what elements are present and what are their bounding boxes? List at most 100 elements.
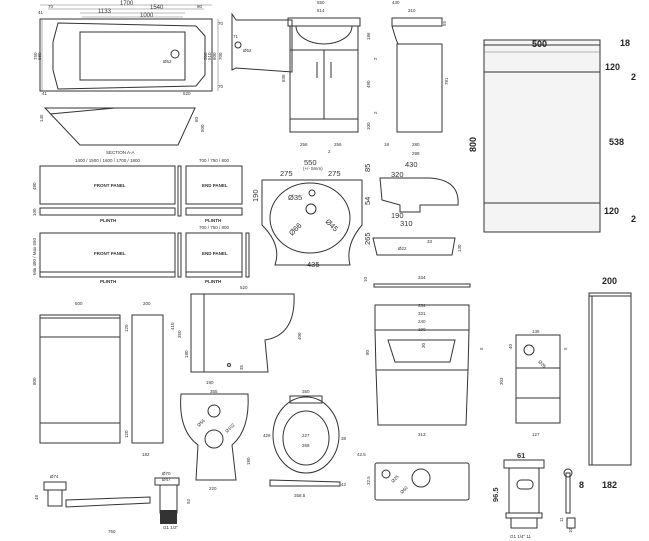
bath-outline — [39, 18, 213, 92]
wc-unit-dim: 182 — [142, 452, 150, 457]
bath-plan-view: 1700 1540 1133 1000 70 90 41 41 750 680 … — [33, 1, 224, 96]
vanity-side-dim: 18 — [384, 142, 390, 147]
end-panel-length: 700 / 750 / 800 — [199, 158, 230, 163]
toilet-front-dim: 355 — [210, 389, 218, 394]
basin-front-dim: Ø22 — [398, 246, 407, 251]
bath-dim: 1133 — [98, 9, 112, 15]
basin-plan: 550 (+/- 5mm) 275 275 190 Ø35 54 85 Ø66 … — [251, 158, 372, 269]
bath-side-dim: 145 — [39, 114, 44, 122]
vanity-unit-side: 430 310 55 781 18 280 298 — [384, 0, 449, 156]
waste-dim: Ø74 — [50, 474, 59, 479]
plinth-label: PLINTH — [205, 279, 221, 284]
tall-unit-dim: 18 — [620, 38, 630, 48]
basin-front-dim: 33 — [427, 239, 433, 244]
basin-dim: Ø66 — [287, 221, 303, 237]
cistern-front: 334 331 240 100 30 80 5 313 — [365, 303, 484, 437]
wc-unit-dim: 500 — [75, 301, 83, 306]
cistern-front-dim: 100 — [418, 327, 426, 332]
bath-side-dim: 60 — [194, 116, 199, 122]
side-panel-width: 200 — [602, 276, 617, 286]
bath-dim: 70 — [218, 84, 224, 89]
side-panel-depth: 182 — [602, 480, 617, 490]
basin-dim: 190 — [251, 189, 260, 202]
vanity-dim: 2 — [373, 111, 378, 114]
cistern-side-dim: 40 — [508, 343, 513, 349]
end-panel-label: END PANEL — [202, 251, 228, 256]
bath-dim: 41 — [38, 10, 44, 15]
front-panel-length: 1400 / 1500 / 1600 / 1700 / 1800 — [75, 158, 141, 163]
cistern-top-dim: 32.5 — [366, 476, 371, 485]
bath-dim: 41 — [42, 91, 48, 96]
bath-basin — [79, 31, 186, 81]
bath-dim: 680 — [37, 52, 42, 60]
waste-dim: Ø47 — [162, 477, 171, 482]
cistern-lid-dim: 10 — [363, 276, 368, 282]
side-panel-dim: 8 — [579, 480, 584, 490]
vanity-dim: 256 — [334, 142, 342, 147]
cistern-front-dim: 5 — [479, 347, 484, 350]
vanity-side-dim: 280 — [412, 142, 420, 147]
vanity-dim: 514 — [317, 8, 325, 13]
bath-rim — [52, 22, 206, 90]
basin-front-dim: 130 — [457, 244, 462, 252]
toilet-side-dim: 350 — [177, 330, 182, 338]
basin-side-dim: 190 — [391, 211, 404, 220]
bath-dim: 520 — [183, 91, 191, 96]
bath-waste: Ø74 Ø70 Ø47 48 92 G1 1/2" 750 — [34, 471, 191, 534]
tall-unit-dim: 120 — [604, 206, 619, 216]
basin-dim: 54 — [363, 197, 372, 205]
toilet-front-dim: Ø102 — [224, 422, 236, 434]
toilet-side-dim: 400 — [297, 332, 302, 340]
front-panel-label: FRONT PANEL — [94, 251, 126, 256]
basin-dim: Ø45 — [324, 217, 340, 233]
toilet-side-dim: 180 — [184, 350, 189, 358]
waste-dim: 48 — [34, 494, 39, 500]
wc-unit-dim: 200 — [143, 301, 151, 306]
vanity-side-dim: 310 — [408, 8, 416, 13]
seat-dim: 42 — [341, 482, 347, 487]
cistern-top-dim: Ø60 — [399, 485, 409, 495]
cistern-front-dim: 30 — [421, 342, 426, 348]
vanity-side-dim: 430 — [392, 0, 400, 5]
toilet-side-dim: 410 — [170, 322, 175, 330]
vanity-dim: 838 — [281, 74, 286, 82]
toilet-back: 355 Ø56 Ø102 180 220 — [180, 389, 251, 491]
bath-dim-width: 750 — [33, 52, 38, 60]
bath-end-view: 71 Ø52 — [231, 12, 293, 73]
tall-unit-dim: 2 — [631, 72, 636, 82]
toilet-front-dim: 220 — [209, 486, 217, 491]
bath-dim: 1540 — [150, 5, 164, 11]
basin-side-dim: 310 — [400, 219, 413, 228]
wc-unit-dim: 800 — [32, 377, 37, 385]
basin-dim: (+/- 5mm) — [303, 166, 323, 171]
waste-dim: 750 — [108, 529, 116, 534]
seat-dim: 227 — [302, 433, 310, 438]
cistern-side-dim: 127 — [532, 432, 540, 437]
panel-height: 480 — [32, 182, 37, 190]
end-panel-label: END PANEL — [202, 183, 228, 188]
basin-side: 430 320 190 310 — [379, 160, 459, 228]
vanity-dim: 550 — [317, 0, 325, 5]
vanity-unit-front: 550 514 838 186 2 490 2 100 256 256 2 — [281, 0, 378, 154]
bath-dim: 70 — [218, 21, 224, 26]
cistern-lid-dim: 334 — [418, 275, 426, 280]
end-panel-length: 700 / 750 / 800 — [199, 225, 230, 230]
vanity-side-dim: 781 — [444, 77, 449, 85]
wc-unit: 500 200 120 800 120 182 — [32, 301, 164, 457]
tall-side-panel: 200 8 182 — [579, 276, 632, 490]
toilet-front-dim: 180 — [246, 457, 251, 465]
cistern-top-dim: 42.5 — [357, 452, 366, 457]
toilet-seat: 350 429 227 268 42 358.5 38 — [263, 389, 347, 498]
cistern-front-dim: 334 — [418, 303, 426, 308]
basin-dim: 265 — [363, 232, 372, 245]
basin-side-dim: 430 — [405, 160, 418, 169]
basin-side-dim: 320 — [391, 170, 404, 179]
bath-dim: 70 — [48, 4, 54, 9]
plinth-label: PLINTH — [100, 279, 116, 284]
tall-unit-dim: 538 — [609, 137, 624, 147]
basin-dim: Ø35 — [288, 193, 302, 202]
bath-side-dim: 500 — [200, 124, 205, 132]
cistern-side-dim: 303 — [499, 377, 504, 385]
front-panel-label: FRONT PANEL — [94, 183, 126, 188]
